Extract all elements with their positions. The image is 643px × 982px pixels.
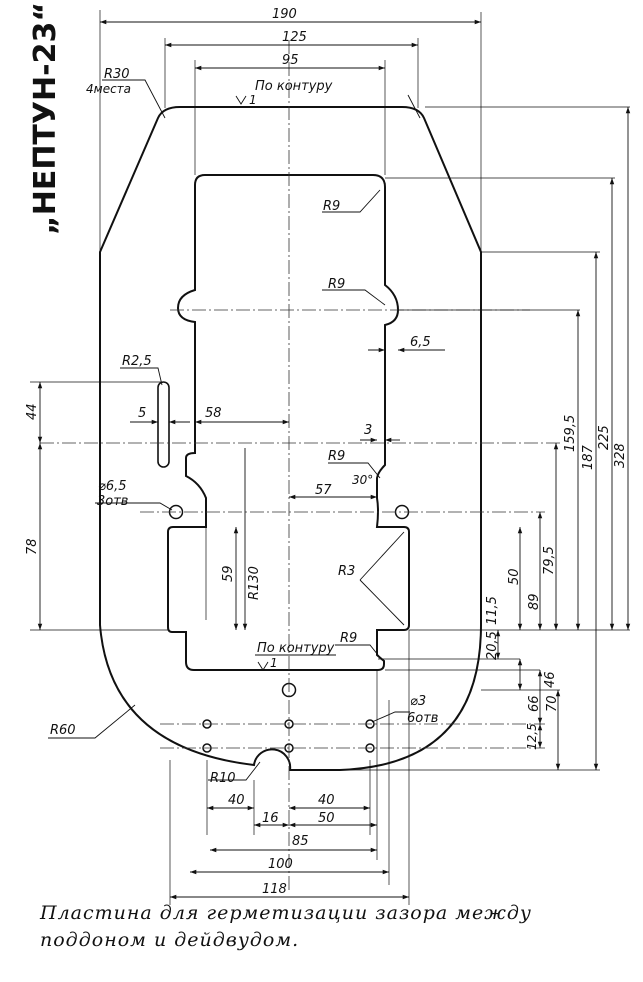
dim-r9-bottom: R9 [340, 631, 357, 646]
dim-30deg: 30° [352, 473, 373, 487]
contour-label-bottom: По контуру [257, 641, 335, 656]
dim-r9-upper: R9 [323, 199, 340, 214]
dim-125: 125 [282, 30, 307, 45]
dim-3-holes: 3отв [97, 494, 128, 509]
dim-4places: 4места [86, 82, 131, 96]
boat-name-title: „НЕПТУН-23“ [28, 2, 63, 235]
dim-r9-mid: R9 [328, 449, 345, 464]
dim-r60: R60 [50, 723, 76, 738]
dim-46: 46 [543, 671, 558, 688]
dim-58: 58 [205, 406, 222, 421]
dim-6-holes: 6отв [407, 711, 438, 726]
dimension-lines [37, 19, 631, 900]
dim-59: 59 [221, 565, 236, 582]
dim-40-right: 40 [318, 793, 335, 808]
figure-caption: Пластина для герметизации зазора между п… [40, 902, 532, 951]
dim-hole-6-5: ⌀6,5 [98, 479, 127, 494]
dim-50-bottom: 50 [318, 811, 335, 826]
dim-r130: R130 [247, 566, 262, 600]
dim-50-right: 50 [507, 568, 522, 585]
dim-12-5: 12,5 [525, 723, 539, 750]
dim-159-5: 159,5 [563, 415, 578, 452]
dim-190: 190 [272, 7, 297, 22]
dim-89: 89 [527, 593, 542, 610]
dim-70: 70 [545, 695, 560, 712]
dim-66: 66 [527, 695, 542, 712]
inner-cutout [167, 174, 410, 671]
dim-6-5: 6,5 [410, 335, 431, 350]
dim-225: 225 [597, 425, 612, 450]
dim-187: 187 [581, 444, 596, 470]
dim-78: 78 [25, 538, 40, 555]
dim-16: 16 [262, 811, 279, 826]
slot-r2-5 [157, 381, 170, 468]
dim-r3: R3 [338, 564, 355, 579]
dim-3: 3 [364, 423, 372, 438]
dim-20-5: 20,5 [485, 631, 500, 660]
dim-328: 328 [613, 443, 628, 468]
dim-85: 85 [292, 834, 309, 849]
dimension-labels: 190 125 95 R30 4места По контуру 1 R9 R9… [25, 7, 628, 897]
dim-r2-5: R2,5 [122, 354, 152, 369]
roughness-bottom: 1 [270, 656, 278, 670]
dim-95: 95 [282, 53, 299, 68]
dim-hole-3: ⌀3 [410, 694, 426, 709]
dim-40-left: 40 [228, 793, 245, 808]
dim-r10: R10 [210, 771, 236, 786]
dim-11-5: 11,5 [485, 596, 500, 625]
dim-100: 100 [268, 857, 293, 872]
dim-118: 118 [262, 882, 287, 897]
contour-label-top: По контуру [255, 79, 333, 94]
dim-r9-notch: R9 [328, 277, 345, 292]
dim-r30: R30 [104, 67, 130, 82]
dim-57: 57 [315, 483, 332, 498]
plate-outline [99, 106, 482, 771]
roughness-top: 1 [249, 93, 257, 107]
dim-5: 5 [138, 406, 146, 421]
extension-lines [30, 10, 630, 905]
dim-79-5: 79,5 [542, 546, 557, 575]
roughness-marks [235, 95, 269, 671]
dim-44: 44 [25, 403, 40, 420]
